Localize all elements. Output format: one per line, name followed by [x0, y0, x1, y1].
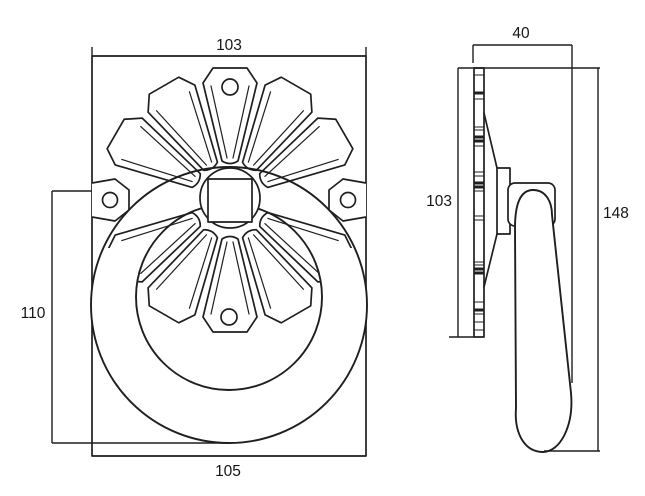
dim-side-projection: 40 — [512, 25, 530, 42]
screw-hole-left — [101, 191, 119, 209]
dim-front-width-top: 103 — [216, 37, 242, 54]
cone-lower-slope — [483, 233, 498, 288]
screw-hole-top — [221, 78, 239, 96]
screw-hole-bottom — [220, 308, 238, 326]
cone-upper-slope — [483, 112, 498, 169]
side-plate — [473, 67, 485, 338]
screw-ear-right — [328, 178, 367, 222]
side-dimensions: 40 103 148 — [426, 25, 629, 452]
dim-front-ring-drop: 110 — [21, 305, 46, 322]
dim-side-plate-height: 103 — [426, 193, 452, 210]
screw-hole-right — [339, 191, 357, 209]
screw-ear-left — [91, 178, 130, 222]
dim-side-overall-height: 148 — [603, 205, 629, 222]
ring-band — [91, 248, 367, 443]
front-dimensions: 103 110 105 — [21, 37, 367, 480]
side-view: 40 103 148 — [426, 25, 629, 453]
dim-front-width-bottom: 105 — [215, 463, 241, 480]
rosette — [91, 67, 367, 333]
ring-outer-edge — [90, 166, 368, 444]
side-plate-hatching — [474, 74, 484, 331]
side-ring-profile — [514, 189, 573, 453]
front-view: 103 110 105 — [21, 37, 368, 480]
square-boss — [207, 178, 253, 223]
